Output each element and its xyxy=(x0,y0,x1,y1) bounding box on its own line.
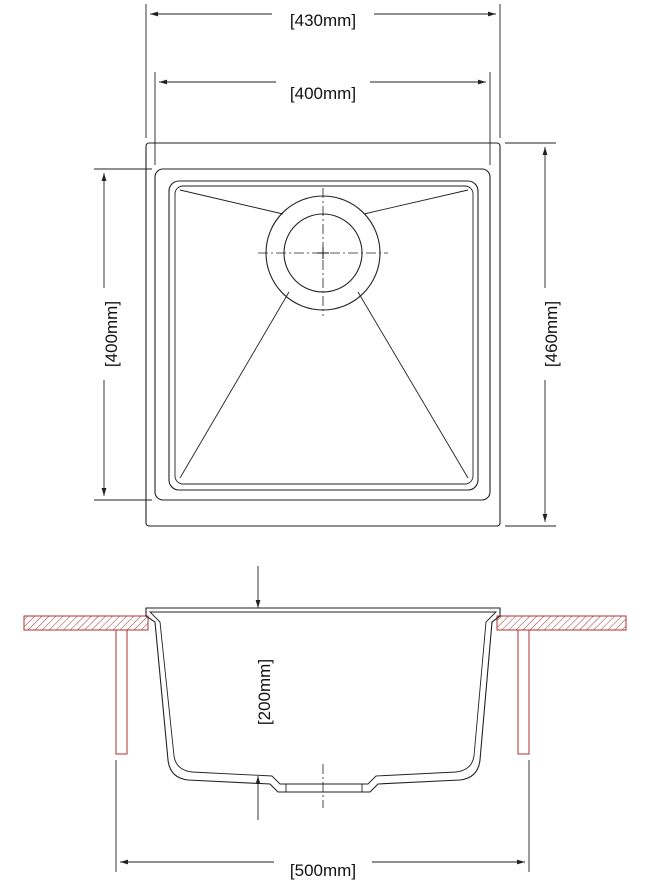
cabinet-side-right xyxy=(517,629,530,755)
bowl-slope-line xyxy=(179,189,284,215)
sink-bowl-outline xyxy=(168,180,479,491)
sink-body-inner xyxy=(148,611,498,785)
countertop-left xyxy=(23,615,149,631)
dimension-bowl-depth: [200mm] xyxy=(255,566,274,820)
sink-inner-rim xyxy=(154,168,491,501)
dimension-side-overall-width: [500mm] xyxy=(115,760,530,880)
countertop-right xyxy=(496,615,627,631)
top-view: [430mm] [400mm] [400mm] [460mm] xyxy=(94,4,561,527)
dimension-bowl-width: [400mm] xyxy=(154,72,491,165)
dimension-overall-width-top: [430mm] xyxy=(145,4,501,138)
dimension-label: [200mm] xyxy=(255,659,274,725)
dimension-label: [400mm] xyxy=(102,301,121,367)
sink-body-outer xyxy=(145,607,501,793)
dimension-overall-length: [460mm] xyxy=(505,142,561,527)
bowl-slope-line xyxy=(179,291,290,479)
sink-bowl-inner-outline xyxy=(174,185,474,485)
dimension-label: [400mm] xyxy=(290,84,356,103)
bowl-slope-line xyxy=(357,291,469,479)
dimension-bowl-length: [400mm] xyxy=(94,168,152,501)
bowl-slope-line xyxy=(363,189,469,215)
cabinet-side-left xyxy=(115,629,128,755)
side-view: [200mm] [500mm] xyxy=(23,566,627,880)
dimension-label: [430mm] xyxy=(290,11,356,30)
dimension-label: [460mm] xyxy=(542,301,561,367)
sink-outer-rim xyxy=(145,142,501,527)
dimension-label: [500mm] xyxy=(290,861,356,880)
